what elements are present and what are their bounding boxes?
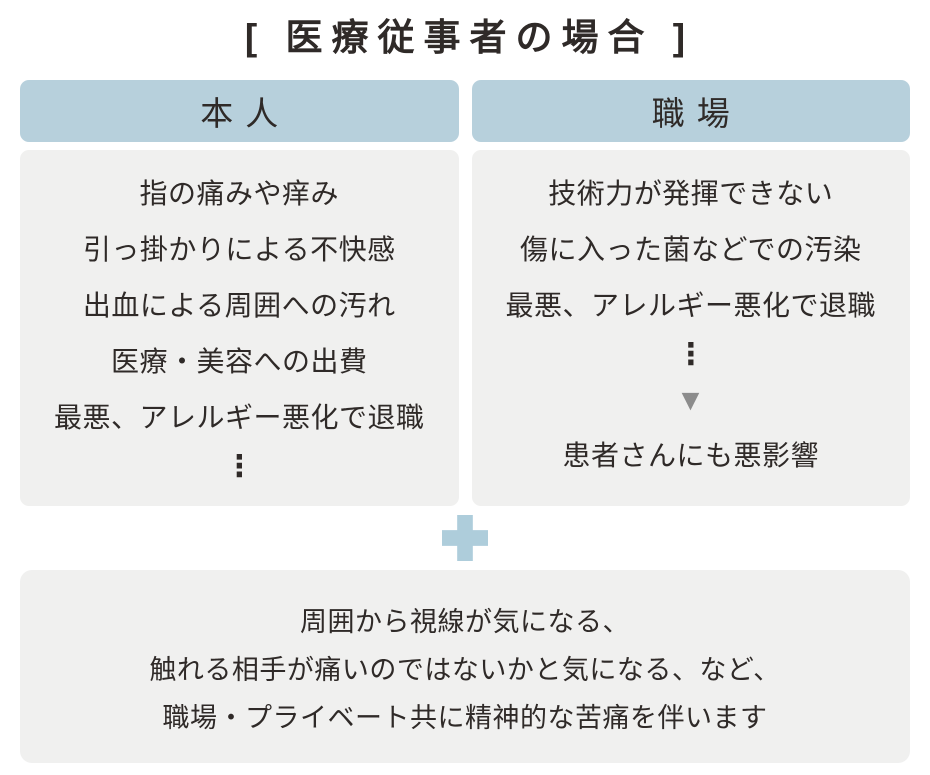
summary-box: 周囲から視線が気になる、 触れる相手が痛いのではないかと気になる、など、 職場・… [20, 570, 910, 763]
list-item: 指の痛みや痒み [139, 178, 339, 209]
result-item: 患者さんにも悪影響 [562, 440, 819, 471]
column-self: 本人 指の痛みや痒み 引っ掛かりによる不快感 出血による周囲への汚れ 医療・美容… [20, 80, 459, 506]
list-item: 引っ掛かりによる不快感 [82, 234, 396, 265]
vertical-ellipsis-icon: ⋮ [224, 449, 255, 483]
column-header-workplace: 職場 [471, 80, 910, 142]
column-workplace: 職場 技術力が発揮できない 傷に入った菌などでの汚染 最悪、アレルギー悪化で退職… [471, 80, 910, 506]
list-item: 傷に入った菌などでの汚染 [520, 234, 862, 265]
list-item: 最悪、アレルギー悪化で退職 [505, 290, 876, 321]
list-item: 医療・美容への出費 [110, 346, 368, 377]
summary-line: 周囲から視線が気になる、 [300, 606, 630, 637]
column-header-self: 本人 [20, 80, 459, 142]
list-item: 出血による周囲への汚れ [82, 290, 396, 321]
page-title: [ 医療従事者の場合 ] [244, 17, 695, 58]
down-triangle-icon: ▼ [675, 384, 706, 417]
list-item: 最悪、アレルギー悪化で退職 [53, 402, 425, 433]
summary-line: 触れる相手が痛いのではないかと気になる、など、 [149, 654, 781, 685]
list-item: 技術力が発揮できない [548, 178, 834, 209]
plus-icon [442, 515, 488, 561]
plus-row [20, 506, 910, 570]
summary-line: 職場・プライベート共に精神的な苦痛を伴います [162, 702, 768, 733]
comparison-columns: 本人 指の痛みや痒み 引っ掛かりによる不快感 出血による周囲への汚れ 医療・美容… [20, 80, 910, 506]
vertical-ellipsis-icon: ⋮ [675, 337, 706, 371]
column-body-self: 指の痛みや痒み 引っ掛かりによる不快感 出血による周囲への汚れ 医療・美容への出… [20, 150, 459, 506]
column-body-workplace: 技術力が発揮できない 傷に入った菌などでの汚染 最悪、アレルギー悪化で退職 ⋮ … [471, 150, 910, 506]
